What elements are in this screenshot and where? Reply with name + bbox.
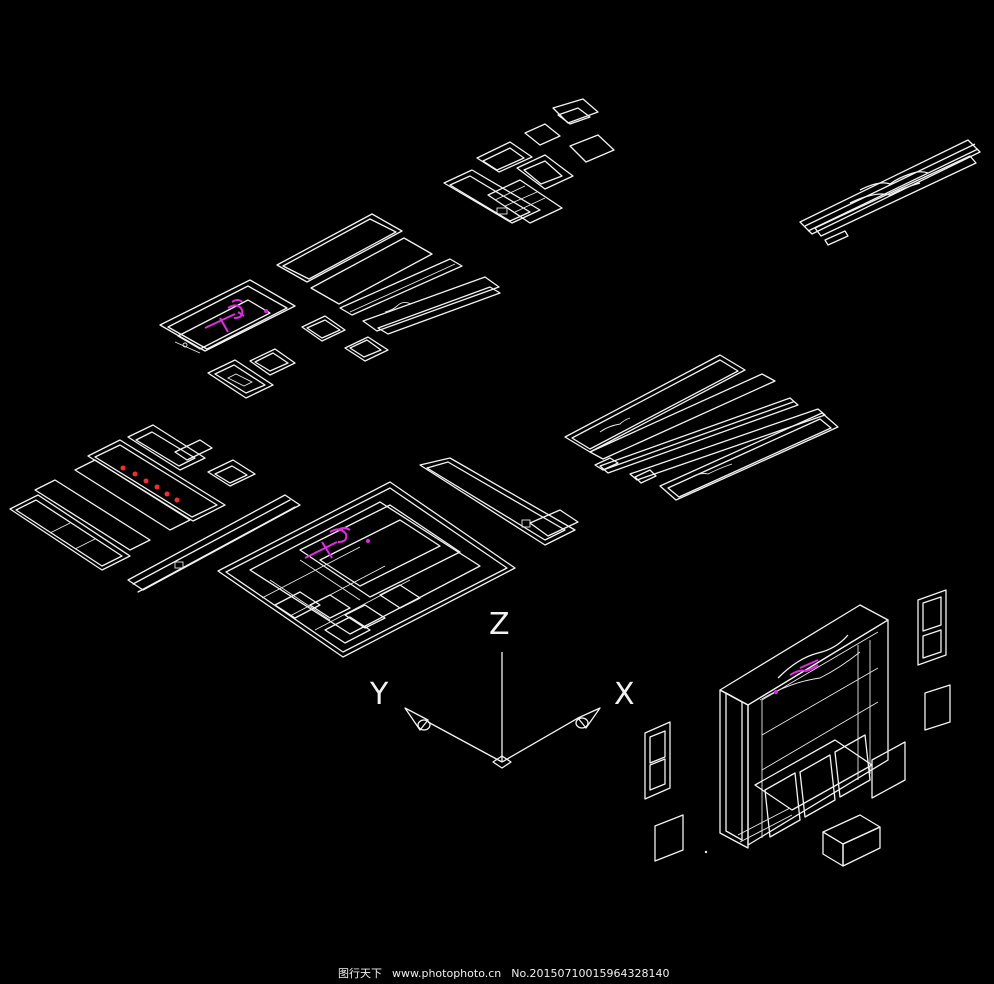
coordinate-axes: Z Y X [369, 607, 635, 769]
cabinet-frame-center [217, 457, 579, 658]
long-rail-top-right [799, 139, 981, 246]
watermark-bar: 图行天下 www.photophoto.cn No.2015071001596432… [338, 964, 680, 984]
panel-cluster-upper-left [159, 213, 501, 399]
axis-label-z: Z [489, 607, 510, 642]
y-axis-arrow-icon [404, 707, 431, 731]
x-axis-arrow-icon [575, 707, 601, 729]
axis-label-x: X [614, 677, 635, 712]
watermark-url: www.photophoto.cn [392, 967, 502, 980]
panel-stack-right-middle [564, 354, 839, 501]
panel-cluster-top [443, 98, 615, 224]
axis-label-y: Y [369, 677, 389, 712]
watermark-site: 图行天下 [338, 967, 382, 980]
watermark-number: No.20150710015964328140 [511, 967, 670, 980]
loose-panels-right [644, 589, 951, 867]
assembled-cabinet [719, 604, 906, 849]
panel-cluster-left [9, 424, 301, 593]
red-marker-row [120, 465, 180, 503]
